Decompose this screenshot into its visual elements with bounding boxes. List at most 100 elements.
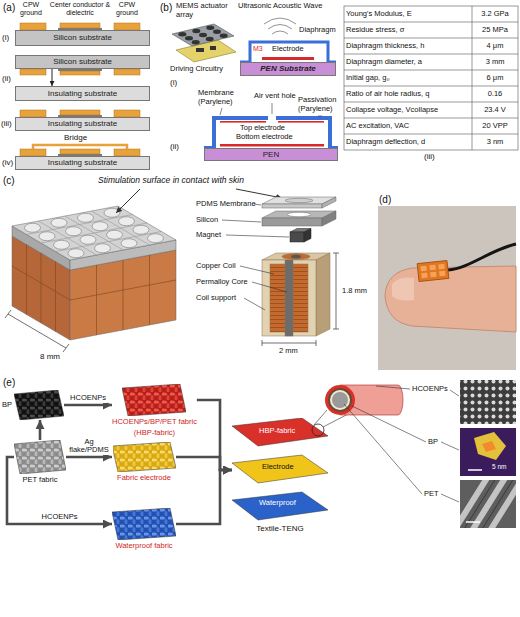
node-text: (HBP-fabric) (134, 429, 175, 438)
fiber-cross-section (330, 390, 350, 410)
part-label: Permalloy Core (196, 278, 248, 287)
process-arrow (39, 420, 42, 440)
air-bridge (33, 145, 127, 149)
actuator-array-3d (133, 225, 149, 234)
parameter-table (344, 38, 518, 39)
panel-label: (e) (3, 377, 15, 389)
process-arrow (176, 457, 232, 470)
fabric-swatch (122, 384, 186, 416)
electrode-layer (278, 121, 324, 123)
part-label: M3 (253, 45, 263, 53)
dimension-line (8, 314, 66, 348)
table-cell: AC excitation, VAC (346, 118, 470, 134)
fabric-weave (112, 508, 176, 540)
diaphragm-cap (240, 42, 336, 62)
fabric-sample: BP (2, 390, 64, 420)
sem-image (466, 521, 480, 523)
table-cell: Initial gap, g₀ (346, 70, 470, 86)
actuator-array-3d (25, 223, 41, 232)
leader-line (441, 494, 459, 502)
part-label: CPW ground (112, 1, 142, 17)
dimension-line (5, 310, 11, 318)
dimension-line (63, 344, 69, 352)
actuator-array-3d (12, 266, 70, 300)
mems-actuator-array (206, 26, 214, 30)
membrane-cap (204, 118, 338, 148)
leader-line (344, 386, 459, 502)
part-label: MEMS actuator array (176, 2, 232, 19)
annotation: Stimulation surface in contact with skin (98, 176, 244, 186)
zoom-line (314, 410, 327, 425)
air-bridge (33, 145, 127, 149)
device-photo (385, 266, 516, 332)
leader-line (352, 406, 426, 442)
textile-stack: Textile-TENG (232, 418, 328, 533)
fabric-swatch (14, 440, 66, 474)
fabric-sample: PET fabric (14, 440, 66, 485)
leader-line (220, 108, 222, 115)
fabric-weave (14, 440, 66, 474)
dimension-line (336, 253, 337, 329)
leader-line (226, 235, 289, 237)
leader-line (222, 220, 261, 222)
cpw-metal (20, 23, 46, 30)
cpw-metal (114, 110, 140, 117)
acoustic-wave (264, 18, 296, 34)
actuator-array-3d (107, 230, 123, 239)
magnet-piece (290, 232, 304, 242)
node-text: PEN Substrate (260, 64, 316, 73)
coil-block (262, 253, 330, 336)
pointer-arrow (236, 189, 282, 198)
pointer-arrow (116, 189, 140, 213)
panel-label: (d) (379, 194, 391, 206)
pdms-membrane-piece (322, 197, 336, 208)
dimension-line (333, 253, 339, 254)
parameter-table (344, 86, 518, 87)
node-text: BP (2, 401, 12, 410)
substrate-layer: Insulating substrate (15, 86, 150, 101)
mems-actuator-array (199, 33, 207, 37)
actuator-array-3d (121, 239, 137, 248)
leader-line (450, 390, 459, 396)
electrode-layer (220, 121, 324, 147)
actuator-array-3d (78, 213, 94, 222)
afm-image (474, 432, 506, 460)
parameter-table (344, 22, 518, 23)
actuator-array-3d (149, 255, 150, 325)
sem-image (461, 480, 516, 528)
process-arrow (66, 456, 112, 459)
table-cell: Diaphragm diameter, a (346, 54, 470, 70)
fabric-weave (14, 390, 64, 420)
actuator-array-3d (26, 245, 27, 315)
silicon-piece (262, 211, 336, 226)
table-cell: 25 MPa (473, 22, 517, 38)
fabric-swatch (112, 508, 176, 540)
sub-panel-label: (iv) (2, 158, 13, 167)
device-photo (392, 278, 414, 301)
silicon-piece (322, 211, 336, 226)
dimension-line (262, 340, 263, 346)
device-photo (417, 260, 449, 281)
actuator-array-3d (96, 265, 97, 335)
coil-block (285, 260, 293, 336)
fabric-layer (232, 418, 328, 446)
device-photo (430, 272, 436, 278)
part-label: BP (428, 438, 438, 447)
table-cell: Diaphragm deflection, d (346, 134, 470, 150)
part-label: Magnet (196, 231, 221, 240)
magnet-piece (290, 229, 311, 243)
mems-actuator-array (192, 29, 200, 33)
actuator-array-3d (68, 249, 84, 258)
device-photo (420, 266, 426, 272)
actuator-array-3d (54, 240, 70, 249)
actuator-array-3d (55, 262, 56, 332)
sem-image (460, 480, 516, 528)
part-label: Diaphragm (299, 26, 336, 35)
part-label: Ultrasonic Acoustic Wave (238, 2, 322, 11)
dimension-line (333, 329, 339, 330)
part-label: PET (424, 490, 439, 499)
layer-label: Electrode (262, 463, 294, 472)
fabric-layer (232, 492, 328, 520)
afm-image (460, 428, 516, 476)
actuator-array-3d (104, 208, 120, 217)
